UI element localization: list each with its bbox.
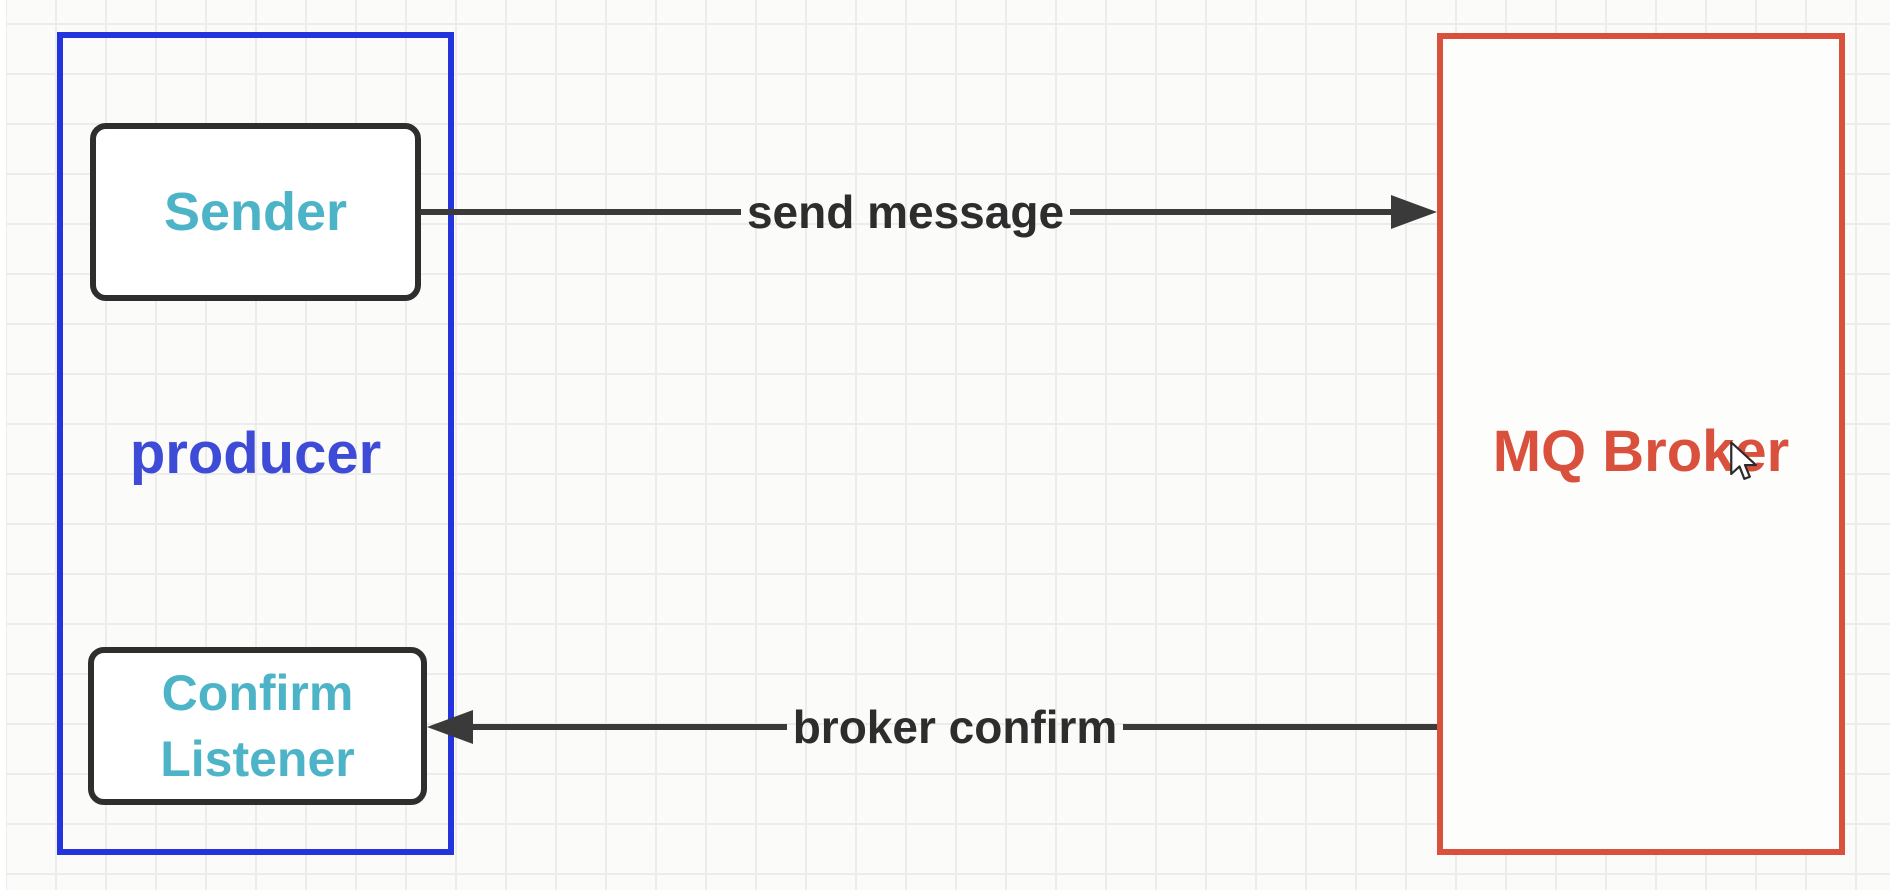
arrowhead-right-icon [1391, 195, 1437, 229]
producer-container-shape[interactable] [57, 32, 454, 855]
broker-confirm-arrow[interactable]: broker confirm [427, 701, 1438, 753]
broker-confirm-arrow-label: broker confirm [792, 701, 1118, 753]
sender-node[interactable]: Sender [90, 123, 421, 301]
confirm-listener-node[interactable]: Confirm Listener [88, 647, 427, 805]
send-message-arrow-line-right [1070, 209, 1391, 215]
send-message-arrow[interactable]: send message [420, 186, 1437, 238]
mq-broker-shape[interactable] [1437, 33, 1845, 855]
left-margin [0, 0, 6, 890]
send-message-arrow-line-left [420, 209, 741, 215]
arrowhead-left-icon [427, 710, 473, 744]
broker-confirm-arrow-line-right [1123, 724, 1438, 730]
sender-node-label: Sender [163, 182, 348, 242]
producer-label: producer [129, 421, 382, 486]
broker-confirm-arrow-line-left [473, 724, 787, 730]
mouse-cursor-icon [1730, 441, 1758, 480]
send-message-arrow-label: send message [746, 186, 1065, 238]
confirm-listener-node-label: Confirm Listener [160, 665, 355, 787]
mq-broker-label: MQ Broker [1492, 419, 1790, 484]
